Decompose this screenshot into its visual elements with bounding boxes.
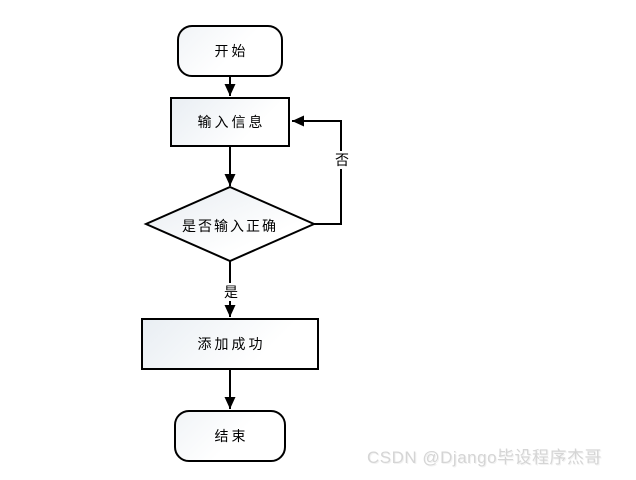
edge-decision-no-loop: [292, 115, 342, 225]
node-end: 结束: [174, 410, 286, 462]
node-start-label: 开始: [214, 43, 249, 59]
node-start: 开始: [177, 25, 283, 77]
node-decision-label: 是否输入正确: [182, 218, 278, 234]
node-add-success-label: 添加成功: [197, 336, 266, 352]
node-input-info-label: 输入信息: [197, 114, 266, 130]
node-end-label: 结束: [214, 428, 249, 444]
branch-label-no: 否: [332, 151, 352, 169]
branch-label-yes: 是: [221, 283, 241, 301]
node-input-info: 输入信息: [170, 97, 290, 147]
csdn-watermark: CSDN @Django毕设程序杰哥: [367, 448, 603, 467]
node-add-success: 添加成功: [141, 318, 319, 370]
